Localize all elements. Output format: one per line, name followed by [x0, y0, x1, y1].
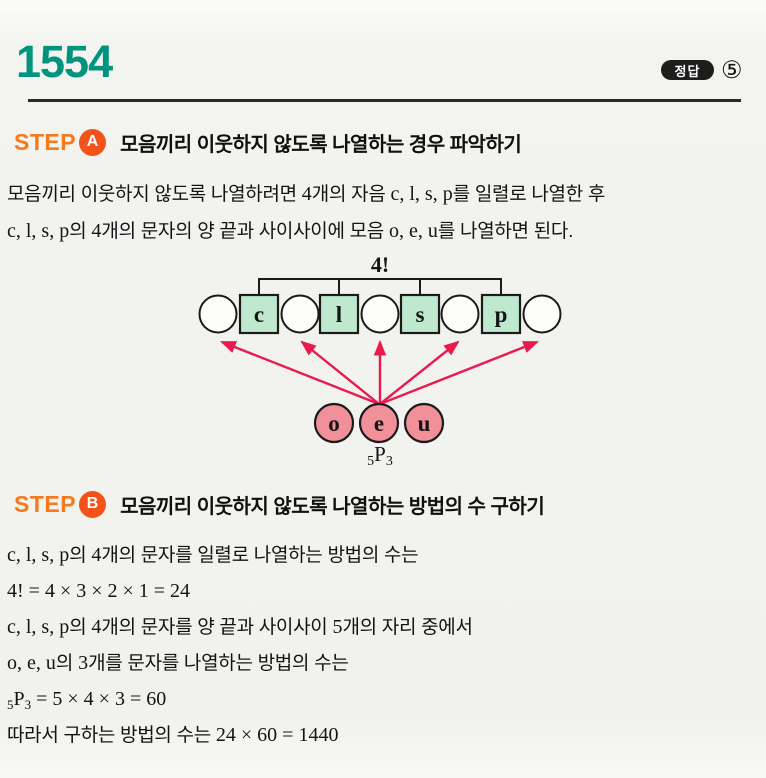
math-run: c, l, s, p [7, 616, 70, 638]
text-run: 따라서 구하는 방법의 수는 [7, 725, 216, 746]
step-b-label: STEP [14, 490, 77, 517]
vowel-circle [403, 402, 445, 444]
math-run: 4 [91, 220, 102, 242]
text-line: 모음끼리 이웃하지 않도록 나열하려면 4개의 자음 c, l, s, p를 일… [7, 176, 766, 213]
equation-rest: = 5 × 4 × 3 = 60 [31, 688, 167, 710]
math-run: 4 [91, 544, 102, 566]
step-a-badge-icon: A [79, 128, 107, 156]
math-run: o, e, u [388, 220, 438, 242]
step-b-paragraph: c, l, s, p의 4개의 문자를 일렬로 나열하는 방법의 수는 4! =… [7, 537, 766, 753]
step-a-paragraph: 모음끼리 이웃하지 않도록 나열하려면 4개의 자음 c, l, s, p를 일… [7, 176, 766, 250]
consonant-letter: l [336, 302, 342, 327]
text-line: 따라서 구하는 방법의 수는 24 × 60 = 1440 [7, 717, 766, 753]
answer-badge: 정답 [661, 60, 714, 80]
vowel-circle [313, 402, 355, 444]
vowel-letter: e [374, 411, 384, 436]
placement-arrow [300, 340, 380, 405]
consonant-letter: s [416, 302, 425, 327]
step-a-heading: STEP A 모음끼리 이웃하지 않도록 나열하는 경우 파악하기 [14, 127, 522, 157]
math-run: 4 [301, 183, 312, 205]
text-run: 를 나열하면 된다. [437, 221, 574, 242]
step-a-label: STEP [14, 128, 77, 155]
consonant-letter: c [254, 302, 264, 327]
header-divider [28, 99, 741, 102]
permutation-subscript: 3 [386, 454, 393, 469]
math-run: o, e, u [7, 652, 56, 674]
math-run: 5 [332, 616, 343, 638]
text-run: 개의 문자의 양 끝과 사이사이에 모음 [101, 221, 389, 242]
equation-line: 4! = 4 × 3 × 2 × 1 = 24 [7, 573, 766, 609]
equation: 5P3 = 5 × 4 × 3 = 60 [7, 688, 167, 712]
text-line: c, l, s, p의 4개의 문자의 양 끝과 사이사이에 모음 o, e, … [7, 213, 766, 250]
math-run: 24 × 60 = 1440 [215, 724, 339, 746]
empty-slot-circle [440, 294, 480, 334]
math-run: 3 [78, 652, 89, 674]
permutation-subscript: 3 [24, 697, 32, 712]
math-run: c, l, s, p [7, 544, 70, 566]
placement-arrow [379, 340, 460, 405]
consonant-letter: p [495, 302, 508, 327]
permutation-symbol: P [13, 688, 25, 710]
empty-slot-circle [360, 294, 400, 334]
vowel-letter: o [328, 411, 340, 436]
text-line: o, e, u의 3개를 문자를 나열하는 방법의 수는 [7, 645, 766, 681]
placement-arrow [220, 340, 380, 406]
answer-value: ⑤ [721, 57, 743, 84]
math-run: 4 [91, 616, 102, 638]
text-run: 개의 문자를 양 끝과 사이사이 [101, 617, 333, 638]
arrangement-diagram: 4! c l s p o e u 5P3 [198, 252, 562, 469]
consonant-box [318, 293, 360, 335]
placement-arrow [379, 340, 539, 406]
text-line: c, l, s, p의 4개의 문자를 일렬로 나열하는 방법의 수는 [7, 537, 766, 573]
empty-slot-circle [522, 294, 562, 334]
text-run: 를 일렬로 나열한 후 [452, 184, 606, 205]
factorial-label: 4! [371, 252, 389, 277]
consonant-box [399, 293, 441, 335]
math-run: c, l, s, p [7, 220, 70, 242]
text-run: 의 [69, 617, 92, 638]
consonant-box [480, 293, 522, 335]
step-b-title: 모음끼리 이웃하지 않도록 나열하는 방법의 수 구하기 [120, 495, 545, 518]
step-b-badge-icon: B [79, 490, 107, 518]
text-run: 의 [55, 653, 79, 674]
vowel-circle [358, 402, 400, 444]
text-line: c, l, s, p의 4개의 문자를 양 끝과 사이사이 5개의 자리 중에서 [7, 609, 766, 645]
text-run: 개의 자음 [311, 184, 391, 205]
equation-line: 5P3 = 5 × 4 × 3 = 60 [7, 681, 766, 717]
text-run: 의 [69, 545, 92, 566]
permutation-symbol: P [374, 442, 386, 466]
equation: 4! = 4 × 3 × 2 × 1 = 24 [7, 580, 191, 602]
text-run: 개의 문자를 일렬로 나열하는 방법의 수는 [101, 545, 419, 566]
step-a-title: 모음끼리 이웃하지 않도록 나열하는 경우 파악하기 [120, 133, 522, 156]
text-run: 의 [69, 221, 92, 242]
consonant-box [238, 293, 280, 335]
text-run: 모음끼리 이웃하지 않도록 나열하려면 [7, 184, 302, 205]
step-b-heading: STEP B 모음끼리 이웃하지 않도록 나열하는 방법의 수 구하기 [14, 489, 545, 519]
permutation-pre-subscript: 5 [7, 697, 14, 712]
text-run: 개의 자리 중에서 [342, 617, 473, 638]
permutation-pre-subscript: 5 [367, 454, 374, 469]
text-run: 개를 문자를 나열하는 방법의 수는 [88, 653, 349, 674]
math-run: c, l, s, p [390, 183, 453, 205]
problem-number: 1554 [16, 36, 113, 87]
permutation-label: 5P3 [367, 442, 393, 469]
empty-slot-circle [198, 294, 238, 334]
vowel-letter: u [418, 411, 431, 436]
empty-slot-circle [280, 294, 320, 334]
grouping-bracket [258, 278, 502, 294]
